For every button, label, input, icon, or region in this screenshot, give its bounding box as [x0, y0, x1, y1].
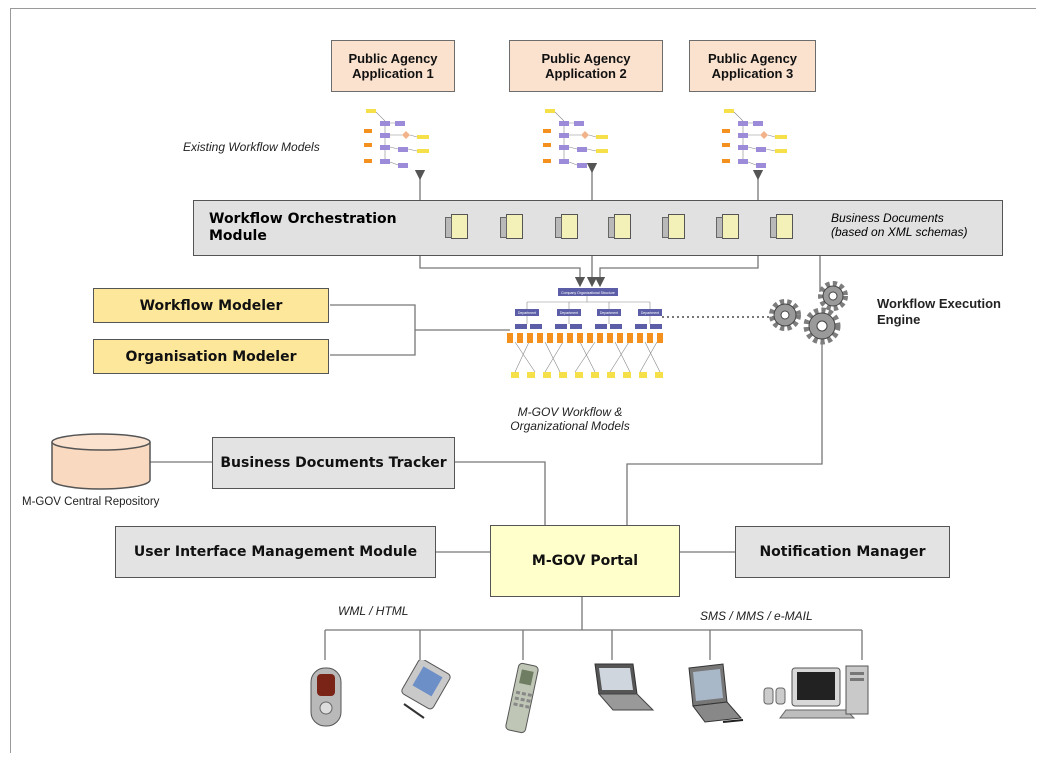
app-3-label: Public Agency Application 3	[707, 51, 798, 81]
public-agency-app-1: Public Agency Application 1	[331, 40, 455, 92]
mgov-models-label: M-GOV Workflow & Organizational Models	[510, 405, 630, 433]
central-repository-database-icon	[51, 433, 151, 490]
tablet-pc-icon	[688, 663, 744, 723]
wml-html-label: WML / HTML	[338, 604, 409, 618]
document-icon	[500, 214, 523, 239]
central-repository-label: M-GOV Central Repository	[22, 496, 160, 508]
workflow-modeler-box: Workflow Modeler	[93, 288, 329, 323]
business-documents-tracker-box: Business Documents Tracker	[212, 437, 455, 489]
organisation-modeler-label: Organisation Modeler	[125, 348, 297, 365]
portal-label: M-GOV Portal	[531, 553, 639, 569]
document-icon	[555, 214, 578, 239]
workflow-engine-gears-icon	[769, 281, 848, 345]
workflow-execution-engine-label: Workflow Execution Engine	[877, 296, 1001, 327]
org-department-label: Department	[641, 311, 659, 315]
line-modelers	[330, 304, 416, 356]
desktop-pc-icon	[763, 665, 869, 719]
workflow-model-thumbnail-2	[543, 109, 608, 168]
org-department-label: Department	[560, 311, 578, 315]
org-department-label: Department	[600, 311, 618, 315]
documents-tracker-label: Business Documents Tracker	[220, 455, 447, 471]
document-icon	[445, 214, 468, 239]
mobile-phone-icon	[310, 667, 342, 727]
document-icon	[770, 214, 793, 239]
app-2-label: Public Agency Application 2	[541, 51, 631, 81]
workflow-orchestration-module: Workflow Orchestration Module Business D…	[193, 200, 1003, 256]
ui-management-module-box: User Interface Management Module	[115, 526, 436, 578]
document-icon	[608, 214, 631, 239]
diagram-frame	[10, 8, 1036, 753]
workflow-model-thumbnail-3	[722, 109, 787, 168]
mgov-portal-box: M-GOV Portal	[490, 525, 680, 597]
cell-phone-icon	[505, 662, 539, 734]
public-agency-app-2: Public Agency Application 2	[509, 40, 663, 92]
document-icon	[662, 214, 685, 239]
workflow-model-thumbnail-1	[364, 109, 429, 168]
existing-workflow-models-label: Existing Workflow Models	[183, 140, 320, 154]
line-engine-portal	[626, 340, 823, 525]
orchestration-title: Workflow Orchestration Module	[209, 211, 397, 244]
sms-mms-email-label: SMS / MMS / e-MAIL	[700, 609, 813, 623]
app-1-label: Public Agency Application 1	[348, 51, 438, 81]
laptop-icon	[594, 663, 655, 711]
workflow-modeler-label: Workflow Modeler	[139, 297, 283, 314]
ui-management-label: User Interface Management Module	[133, 544, 418, 560]
business-documents-label: Business Documents (based on XML schemas…	[831, 211, 968, 239]
org-root-label: Company Organizational Structure	[561, 291, 615, 295]
public-agency-app-3: Public Agency Application 3	[689, 40, 816, 92]
line-tracker-portal	[455, 461, 546, 525]
notification-manager-label: Notification Manager	[759, 544, 926, 560]
org-department-label: Department	[518, 311, 536, 315]
notification-manager-box: Notification Manager	[735, 526, 950, 578]
organisation-modeler-box: Organisation Modeler	[93, 339, 329, 374]
document-icon	[716, 214, 739, 239]
organizational-model-chart: Company Organizational Structure Departm…	[507, 288, 663, 378]
pda-icon	[401, 660, 451, 719]
